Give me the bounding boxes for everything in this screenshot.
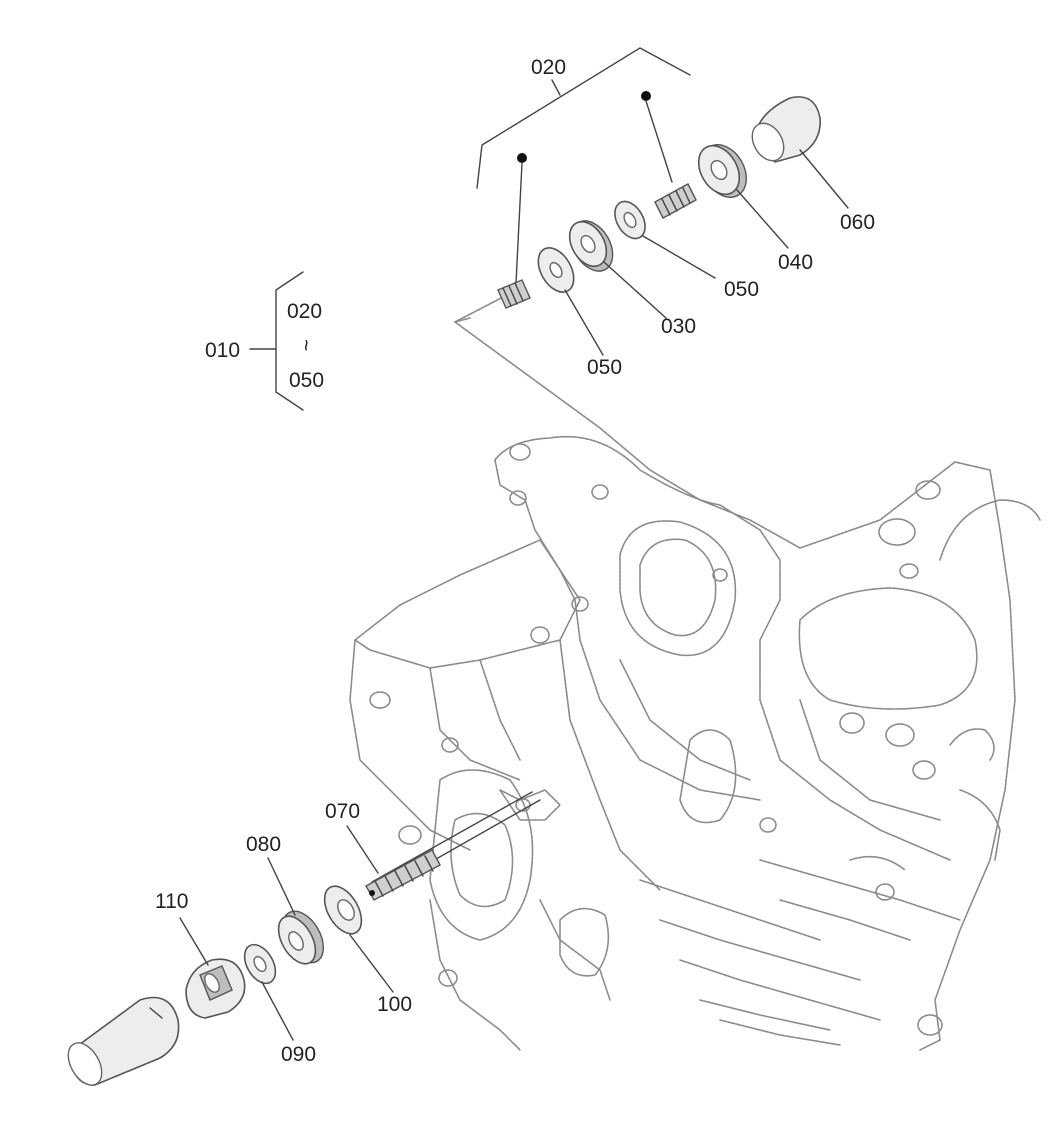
- callout-030: 030: [661, 315, 696, 338]
- engine-block-outline: [349, 317, 1041, 1051]
- marker-dot: [641, 91, 651, 101]
- upper-stud-right: [654, 183, 697, 219]
- callout-110: 110: [155, 890, 188, 913]
- callout-070: 070: [325, 800, 360, 823]
- callout-060: 060: [840, 211, 875, 234]
- range-mark: ~: [294, 339, 317, 351]
- washer-050-lower: [537, 247, 575, 293]
- callout-080: 080: [246, 833, 281, 856]
- sleeve-060: [751, 96, 821, 163]
- leader-020-top: [551, 79, 561, 96]
- washer-090: [243, 943, 277, 985]
- callout-090: 090: [281, 1043, 316, 1066]
- callout-020-group: 020: [287, 300, 322, 323]
- marker-dot: [517, 153, 527, 163]
- callout-010: 010: [205, 339, 240, 362]
- sleeve-bottom: [67, 996, 180, 1086]
- nut-110: [185, 958, 246, 1019]
- gear-030: [568, 220, 614, 272]
- bracket-020: [476, 47, 691, 189]
- washer-050-upper: [614, 200, 646, 240]
- callout-020-top: 020: [531, 56, 566, 79]
- upper-stud-left: [497, 279, 531, 309]
- gear-040: [697, 144, 747, 198]
- bracket-010: [249, 271, 304, 411]
- rod-070: [365, 791, 541, 901]
- callout-040: 040: [778, 251, 813, 274]
- callout-050-group: 050: [289, 369, 324, 392]
- nut-080: [277, 910, 325, 965]
- callout-100: 100: [377, 993, 412, 1016]
- washer-100: [323, 885, 363, 935]
- callout-050-upper: 050: [724, 278, 759, 301]
- callout-050-lower: 050: [587, 356, 622, 379]
